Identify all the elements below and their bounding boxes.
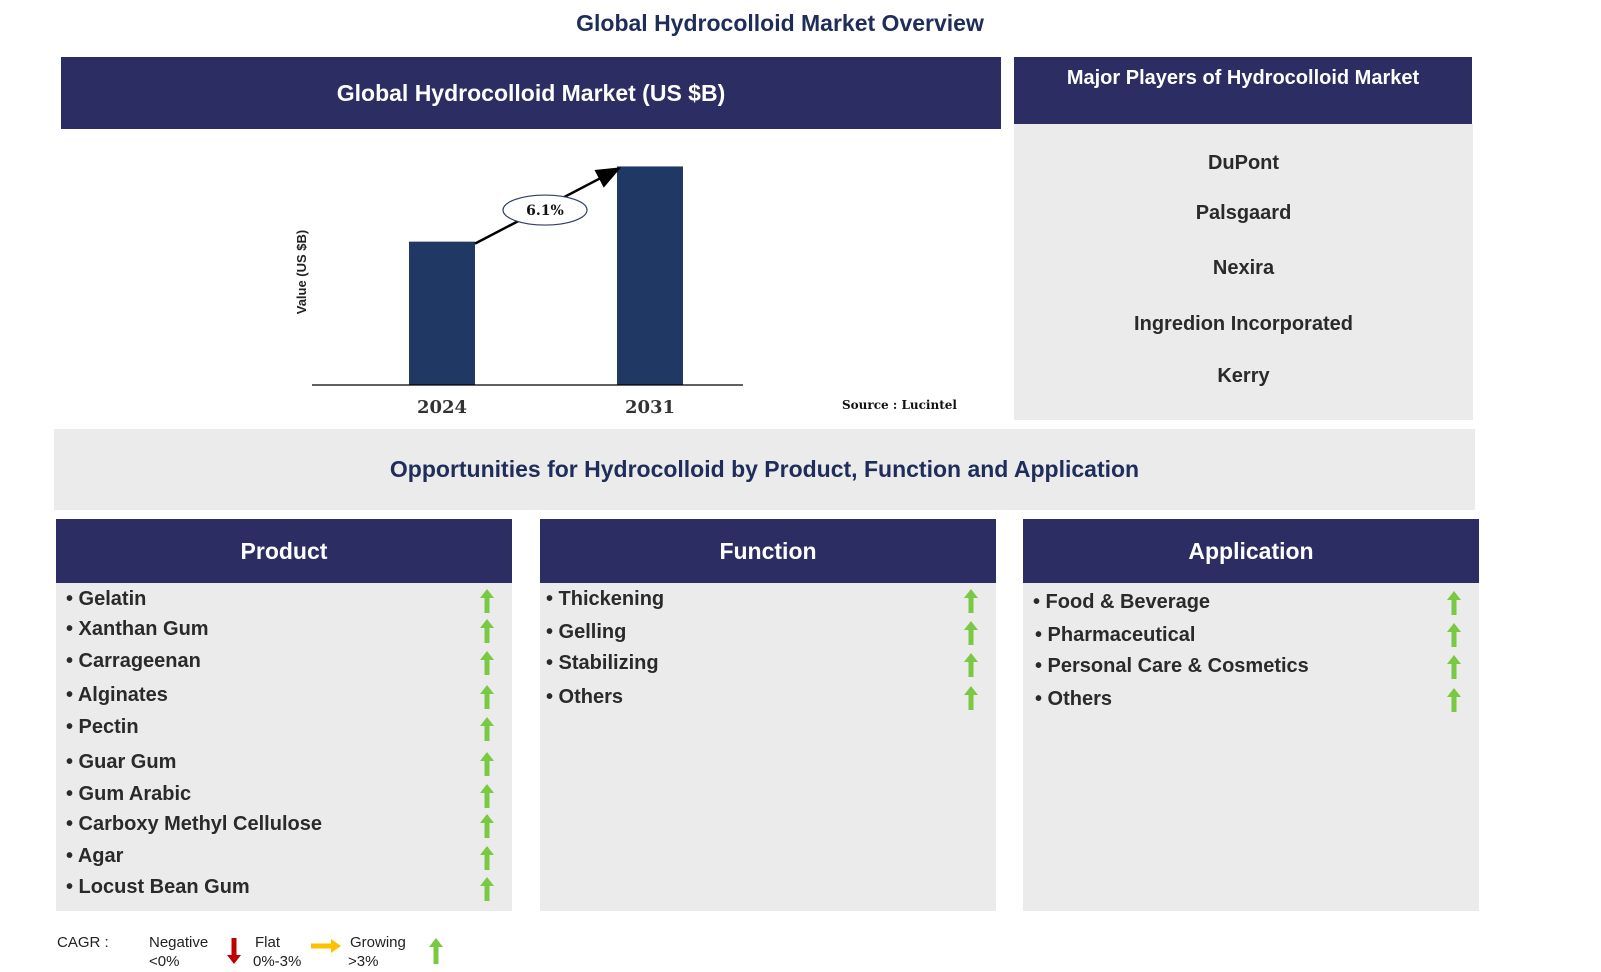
growing-arrow-icon bbox=[480, 651, 494, 675]
growing-arrow-icon bbox=[480, 846, 494, 870]
list-item: • Agar bbox=[66, 845, 124, 867]
opportunities-banner: Opportunities for Hydrocolloid by Produc… bbox=[54, 429, 1475, 510]
list-item: • Others bbox=[546, 686, 624, 708]
cagr-label: 6.1% bbox=[526, 203, 564, 219]
player-kerry: Kerry bbox=[1217, 365, 1270, 387]
cagr-legend: CAGR : Negative <0% Flat 0%-3% Growing >… bbox=[57, 930, 497, 972]
product-header: Product bbox=[56, 519, 512, 583]
growing-arrow-icon bbox=[1447, 591, 1461, 615]
list-item: • Carboxy Methyl Cellulose bbox=[66, 813, 322, 835]
player-dupont: DuPont bbox=[1207, 152, 1280, 174]
growing-arrow-icon bbox=[480, 814, 494, 838]
source-note: Source : Lucintel bbox=[842, 398, 957, 412]
growing-arrow-icon bbox=[480, 589, 494, 613]
market-header: Global Hydrocolloid Market (US $B) bbox=[61, 57, 1001, 129]
growing-arrow-icon bbox=[480, 717, 494, 741]
growing-arrow-icon bbox=[964, 589, 978, 613]
players-header: Major Players of Hydrocolloid Market bbox=[1014, 57, 1472, 124]
legend-negative-range: <0% bbox=[149, 953, 180, 970]
growing-arrow-icon bbox=[480, 619, 494, 643]
player-ingredion: Ingredion Incorporated bbox=[1134, 313, 1353, 335]
list-item: • Stabilizing bbox=[546, 652, 659, 674]
page-title: Global Hydrocolloid Market Overview bbox=[576, 10, 984, 36]
list-item: • Personal Care & Cosmetics bbox=[1035, 655, 1309, 677]
growing-arrow-icon bbox=[480, 752, 494, 776]
legend-flat-range: 0%-3% bbox=[253, 953, 302, 970]
growing-arrow-icon bbox=[964, 621, 978, 645]
legend-cagr-label: CAGR : bbox=[57, 934, 109, 951]
list-item: • Carrageenan bbox=[66, 650, 201, 672]
growing-arrow-icon bbox=[1447, 623, 1461, 647]
list-item: • Pharmaceutical bbox=[1035, 624, 1196, 646]
application-list: • Food & Beverage • Pharmaceutical • Per… bbox=[1023, 583, 1479, 911]
list-item: • Thickening bbox=[546, 588, 665, 610]
list-item: • Others bbox=[1035, 688, 1113, 710]
player-palsgaard: Palsgaard bbox=[1195, 202, 1292, 224]
negative-arrow-icon bbox=[227, 938, 241, 964]
legend-flat-label: Flat bbox=[255, 934, 281, 951]
growing-arrow-icon bbox=[964, 686, 978, 710]
product-list: • Gelatin • Xanthan Gum • Carrageenan • … bbox=[56, 583, 512, 911]
flat-arrow-icon bbox=[311, 939, 341, 953]
legend-negative-label: Negative bbox=[149, 934, 209, 951]
growing-arrow-icon bbox=[1447, 688, 1461, 712]
legend-growing-range: >3% bbox=[348, 953, 379, 970]
growing-arrow-icon bbox=[1447, 655, 1461, 679]
list-item: • Pectin bbox=[66, 716, 139, 738]
bar-2031 bbox=[617, 166, 683, 385]
bar-2024 bbox=[409, 241, 475, 385]
x-tick-label-2024: 2024 bbox=[417, 397, 467, 418]
player-nexira: Nexira bbox=[1212, 257, 1275, 279]
list-item: • Gum Arabic bbox=[66, 783, 192, 805]
growing-arrow-icon bbox=[480, 685, 494, 709]
application-header: Application bbox=[1023, 519, 1479, 583]
growing-arrow-icon bbox=[480, 877, 494, 901]
growing-arrow-icon bbox=[480, 784, 494, 808]
list-item: • Guar Gum bbox=[66, 751, 177, 773]
players-panel: DuPont Palsgaard Nexira Ingredion Incorp… bbox=[1014, 124, 1473, 420]
growing-arrow-icon bbox=[964, 653, 978, 677]
function-header: Function bbox=[540, 519, 996, 583]
market-bar-chart: Value (US $B) 2024 2031 6.1% bbox=[294, 166, 743, 418]
list-item: • Food & Beverage bbox=[1033, 591, 1211, 613]
legend-growing-label: Growing bbox=[350, 934, 406, 951]
x-tick-label-2031: 2031 bbox=[625, 397, 675, 418]
function-list: • Thickening • Gelling • Stabilizing • O… bbox=[540, 583, 996, 911]
y-axis-label: Value (US $B) bbox=[294, 230, 309, 315]
list-item: • Xanthan Gum bbox=[66, 618, 209, 640]
list-item: • Locust Bean Gum bbox=[66, 876, 250, 898]
cagr-bubble bbox=[502, 194, 588, 226]
list-item: • Gelling bbox=[546, 621, 627, 643]
growing-arrow-icon bbox=[429, 938, 443, 964]
list-item: • Alginates bbox=[66, 684, 168, 706]
list-item: • Gelatin bbox=[66, 588, 147, 610]
